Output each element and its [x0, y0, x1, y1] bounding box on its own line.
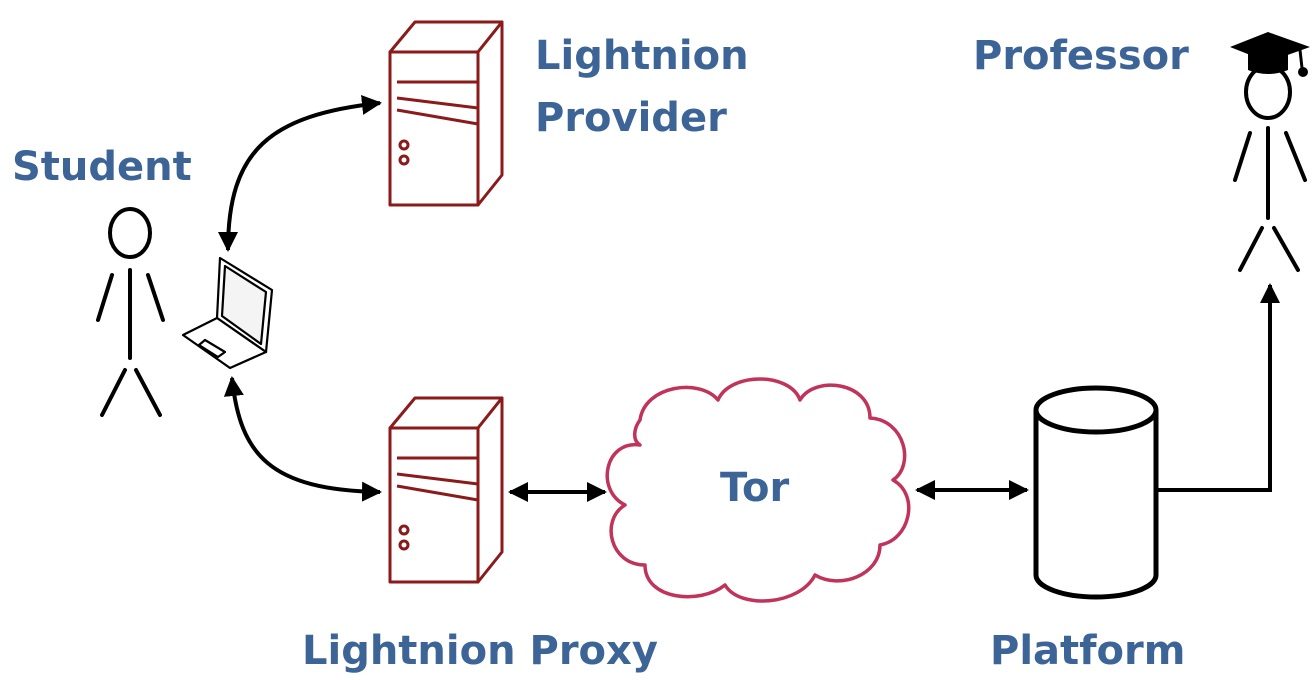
professor-figure-icon — [1233, 64, 1307, 272]
arrow-laptop-provider — [218, 95, 382, 252]
laptop-icon — [181, 256, 274, 370]
proxy-label: Lightnion Proxy — [302, 628, 658, 674]
cloud-icon — [605, 377, 911, 603]
student-figure-icon — [96, 207, 165, 417]
student-label: Student — [12, 144, 192, 190]
graduation-cap-icon — [1230, 32, 1310, 77]
professor-label: Professor — [973, 33, 1189, 79]
server-icon — [388, 396, 504, 584]
provider-label-line1: Lightnion — [535, 33, 749, 79]
database-cylinder-icon — [1033, 385, 1159, 600]
provider-label-line2: Provider — [535, 95, 727, 141]
platform-label: Platform — [990, 628, 1186, 674]
arrow-laptop-proxy — [223, 376, 382, 502]
arrow-platform-professor — [1156, 283, 1280, 492]
server-icon — [388, 20, 504, 207]
tor-label: Tor — [720, 465, 790, 511]
